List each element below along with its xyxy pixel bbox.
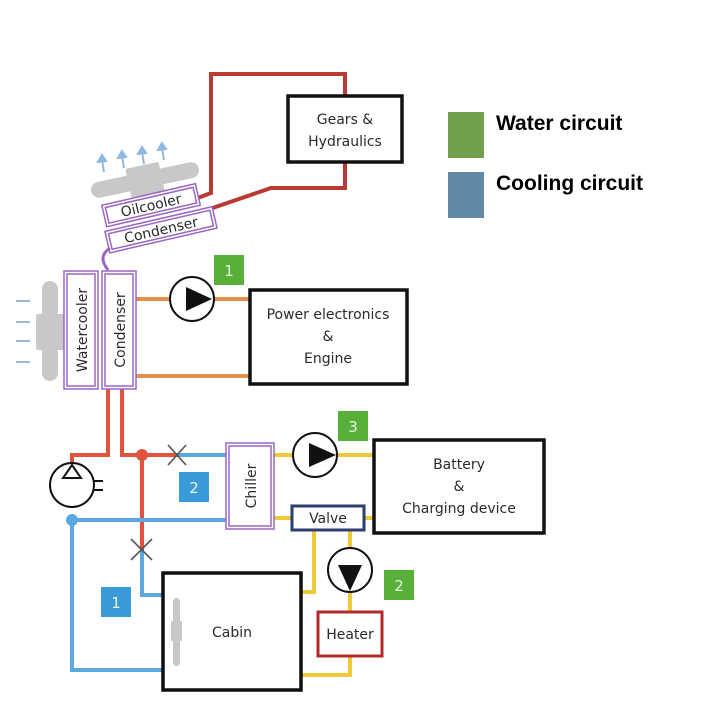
legend-item-water-circuit: Water circuit (448, 112, 622, 158)
cooling-line-cabin-in (140, 550, 163, 597)
battery-label-line1: Battery (433, 457, 485, 473)
cabin-fan-icon (171, 598, 182, 666)
power-electronics-engine-box[interactable]: Power electronics & Engine (248, 288, 409, 386)
heater-box[interactable]: Heater (316, 610, 384, 658)
valve-label: Valve (309, 511, 347, 527)
pump-1-icon[interactable] (169, 276, 215, 322)
airflow-arrows-icon (96, 141, 168, 173)
cabin-box[interactable]: Cabin (161, 571, 303, 692)
svg-text:2: 2 (189, 479, 199, 497)
svg-text:1: 1 (111, 594, 121, 612)
heater-label: Heater (326, 627, 374, 643)
oilcooler-exchanger[interactable]: Oilcooler (100, 182, 202, 228)
svg-text:1: 1 (224, 262, 234, 280)
cabin-label: Cabin (212, 625, 252, 641)
watercooler-label: Watercooler (75, 288, 91, 372)
battery-label-line2: & (454, 479, 465, 495)
refrigerant-line-compressor (70, 388, 110, 465)
water-line-heater-cabin (301, 656, 352, 677)
cooling-circuit-lines (70, 453, 228, 672)
cooling-circuit-badge-1: 1 (101, 587, 131, 617)
oil-line-lower (197, 162, 347, 215)
cooling-circuit-badge-2: 2 (179, 472, 209, 502)
legend-swatch-cooling (448, 172, 484, 218)
gears-label-line2: Hydraulics (308, 134, 382, 150)
water-circuit-battery-lines (274, 453, 374, 677)
power-label-line1: Power electronics (267, 307, 390, 323)
svg-text:2: 2 (394, 577, 404, 595)
oil-circuit-lines (194, 72, 347, 215)
refrigerant-line-to-chiller (120, 388, 178, 457)
valve-box[interactable]: Valve (290, 504, 366, 532)
airflow-dashes-icon (16, 300, 30, 363)
pump-2-icon[interactable] (327, 547, 373, 593)
legend-label-water: Water circuit (496, 112, 622, 135)
water-circuit-badge-3: 3 (338, 411, 368, 441)
gears-label-line1: Gears & (317, 112, 374, 128)
power-label-line3: Engine (304, 351, 352, 367)
condenser-side-label: Condenser (113, 292, 129, 367)
legend-swatch-water (448, 112, 484, 158)
refrigerant-lines (70, 388, 178, 550)
water-line-valve-cabin (301, 530, 316, 594)
cooling-junction (66, 514, 78, 526)
water-circuit-badge-2: 2 (384, 570, 414, 600)
gears-hydraulics-box[interactable]: Gears & Hydraulics (286, 94, 404, 164)
refrigerant-junction (136, 449, 148, 461)
fan-icon (36, 281, 64, 381)
watercooler-exchanger[interactable]: Watercooler (63, 270, 99, 390)
legend-label-cooling: Cooling circuit (496, 172, 643, 195)
chiller-label: Chiller (244, 463, 260, 508)
refrigerant-link-line (101, 246, 111, 271)
fan-icon (91, 162, 199, 198)
pump-3-icon[interactable] (292, 432, 338, 478)
legend-item-cooling-circuit: Cooling circuit (448, 172, 643, 218)
compressor-icon[interactable] (49, 462, 103, 508)
shutoff-valve-icon[interactable] (130, 538, 153, 561)
cooling-line-cabin-out (70, 520, 163, 672)
condenser-side-exchanger[interactable]: Condenser (101, 270, 137, 390)
legend: Water circuit Cooling circuit (448, 112, 643, 218)
water-circuit-badge-1: 1 (214, 255, 244, 285)
oil-line-upper (194, 72, 347, 201)
battery-charging-box[interactable]: Battery & Charging device (372, 438, 546, 535)
shutoff-valve-icon[interactable] (167, 444, 187, 466)
svg-text:3: 3 (348, 418, 358, 436)
power-label-line2: & (323, 329, 334, 345)
chiller-exchanger[interactable]: Chiller (225, 442, 275, 530)
battery-label-line3: Charging device (402, 501, 516, 517)
